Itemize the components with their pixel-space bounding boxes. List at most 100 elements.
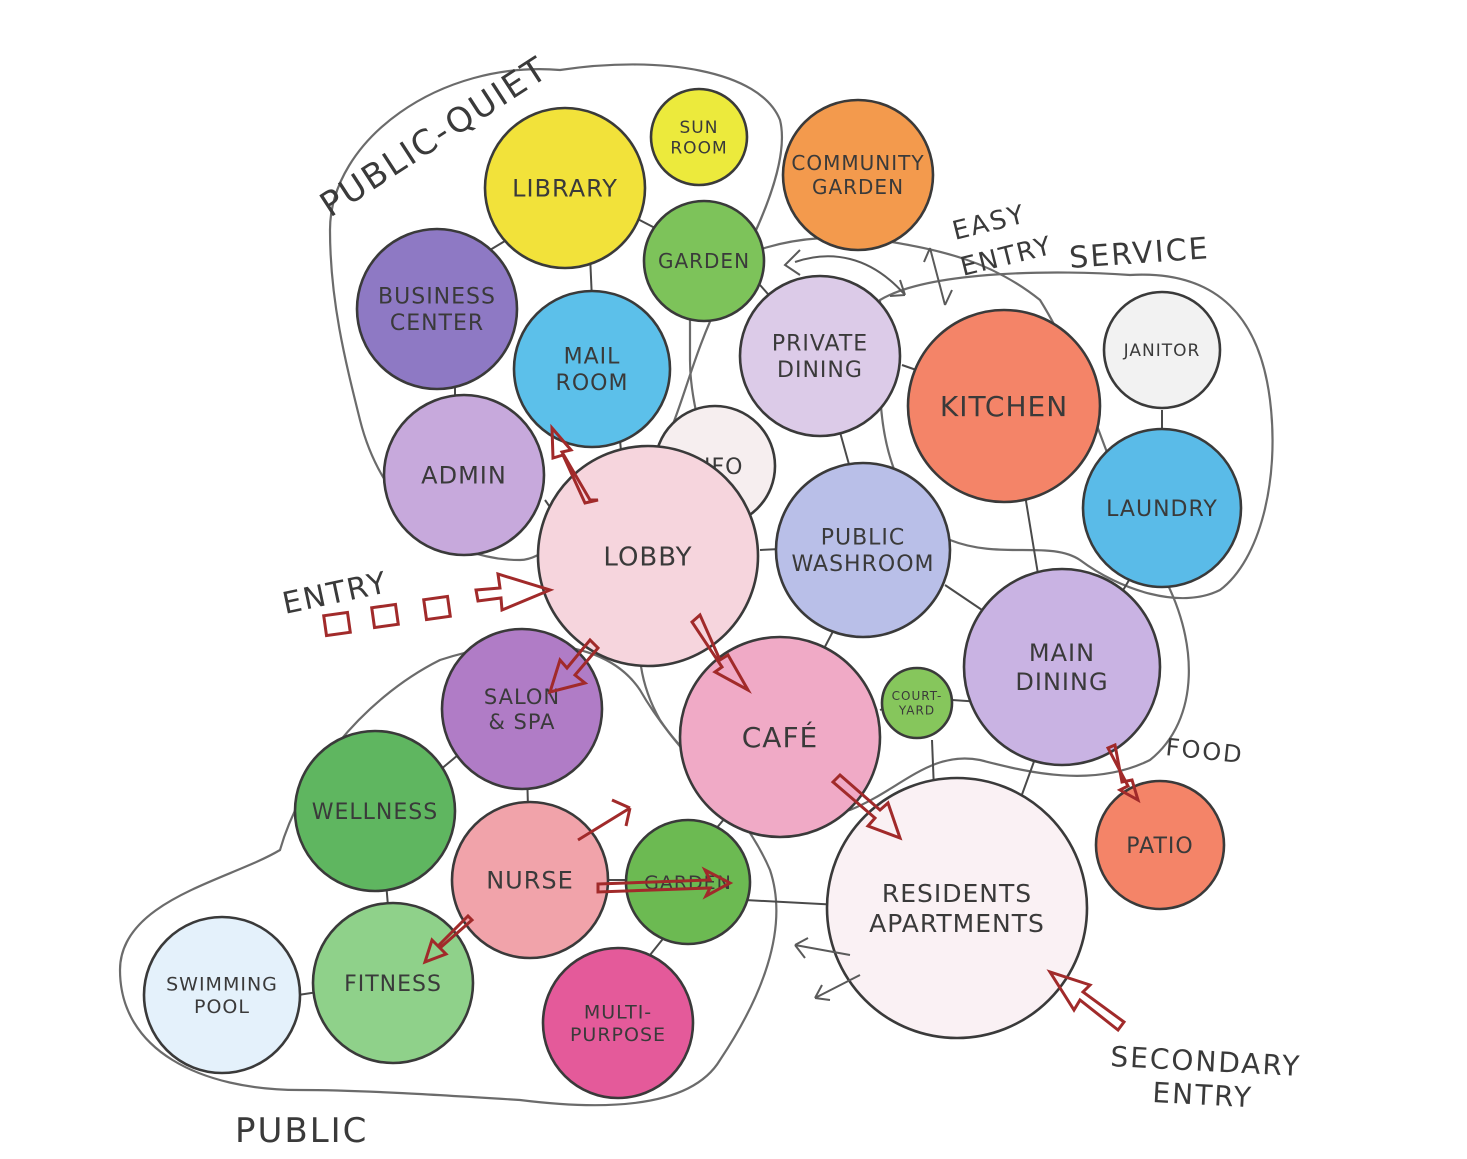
bubble-label-line: WELLNESS [312, 800, 438, 825]
link-washroom-main [944, 584, 986, 613]
bubble-circle [1081, 427, 1243, 589]
bubble-label-line: COMMUNITY [791, 151, 924, 175]
bubble-label-line: COURT- [892, 689, 943, 703]
entry-square-3 [422, 594, 452, 622]
link-kitchen-main [1024, 494, 1039, 575]
bubble-circle [649, 87, 749, 187]
annotation-secondary-entry-line-1: SECONDARY [1110, 1040, 1302, 1083]
bubble-label-line: RESIDENTS [882, 879, 1032, 908]
bubble-circle [678, 635, 882, 839]
bubble-circle [962, 567, 1162, 767]
bubble-label-line: MAIL [564, 345, 621, 370]
room-laundry: LAUNDRY [1081, 427, 1243, 589]
annotation-secondary-entry-line-2: ENTRY [1152, 1076, 1254, 1114]
bubble-label-line: CENTER [390, 311, 484, 336]
bubble-label-line: PRIVATE [772, 332, 868, 357]
room-wellness: WELLNESS [293, 729, 457, 893]
bubble-label-line: MULTI- [584, 1001, 652, 1023]
bubble-circle [541, 946, 695, 1100]
bubble-label-line: POOL [194, 996, 250, 1018]
entry-square-1 [322, 610, 352, 638]
nurse-up-arrow [577, 798, 632, 842]
bubble-circle [355, 227, 519, 391]
bubble-circle [483, 106, 647, 270]
bubble-circle [880, 666, 954, 740]
bubble-label-line: SWIMMING [166, 973, 278, 995]
circulation-arrows [322, 247, 1141, 1033]
bubble-label-line: FITNESS [344, 972, 442, 997]
bubble-circle [906, 308, 1102, 504]
room-multi-purpose: MULTI-PURPOSE [541, 946, 695, 1100]
apartments-side-arrows [794, 937, 861, 1001]
room-nurse: NURSE [450, 800, 610, 960]
bubble-label-line: WASHROOM [791, 552, 934, 577]
bubble-label-line: SUN [680, 118, 719, 138]
zone-label-food: FOOD [1164, 733, 1245, 769]
cafe-to-residents-arrow [830, 772, 903, 841]
bubble-circle [1094, 779, 1226, 911]
nurse-to-garden-arrow [596, 866, 734, 900]
bubble-label-line: CAFÉ [742, 720, 819, 754]
lobby-to-admin-arrow [550, 423, 599, 505]
bubble-label-line: BUSINESS [378, 285, 496, 310]
bubble-label-line: GARDEN [812, 175, 904, 199]
room-salon-spa: SALON& SPA [440, 627, 604, 791]
room-library: LIBRARY [483, 106, 647, 270]
bubble-label-line: GARDEN [658, 249, 750, 273]
bubble-label-line: PATIO [1126, 834, 1193, 859]
link-garden-residents [744, 899, 841, 906]
room-cafe: CAFÉ [678, 635, 882, 839]
zone-label-public: PUBLIC [235, 1111, 368, 1151]
bubble-circle [450, 800, 610, 960]
bubble-circle [781, 98, 935, 252]
bubble-label-line: DINING [777, 358, 863, 383]
bubble-label-line: APARTMENTS [869, 909, 1045, 938]
bubble-label-line: NURSE [486, 867, 574, 895]
bubble-label-line: & SPA [488, 710, 555, 734]
bubble-label-line: DINING [1015, 668, 1108, 696]
room-courtyard: COURT-YARD [880, 666, 954, 740]
bubble-label-line: PURPOSE [570, 1024, 666, 1046]
bubble-label-line: YARD [898, 704, 935, 718]
bubble-label-line: SALON [484, 685, 560, 709]
secondary-entry-arrow [1046, 969, 1127, 1033]
bubble-circle [440, 627, 604, 791]
bubble-label-line: PUBLIC [821, 526, 906, 551]
lobby-to-salon-arrow [547, 637, 601, 695]
bubble-label-line: ADMIN [421, 462, 507, 490]
room-patio: PATIO [1094, 779, 1226, 911]
bubble-label-line: LAUNDRY [1106, 497, 1218, 522]
lobby-to-cafe-arrow [690, 612, 752, 694]
bubble-label-line: JANITOR [1123, 341, 1201, 361]
bubble-circle [738, 274, 902, 438]
bubble-circle [774, 461, 952, 639]
room-kitchen: KITCHEN [906, 308, 1102, 504]
bubble-circle [825, 776, 1089, 1040]
room-garden-top: GARDEN [642, 199, 766, 323]
room-fitness: FITNESS [311, 901, 475, 1065]
bubble-circle [1102, 290, 1222, 410]
bubble-label-line: KITCHEN [940, 390, 1068, 423]
bubble-label-line: LOBBY [603, 542, 692, 572]
entry-arrow [474, 571, 555, 613]
bubble-label-line: MAIN [1029, 639, 1095, 667]
room-janitor: JANITOR [1102, 290, 1222, 410]
entry-square-2 [370, 602, 400, 630]
bubble-circle [293, 729, 457, 893]
bubble-label-line: LIBRARY [512, 175, 618, 203]
bubble-circle [642, 199, 766, 323]
zone-outline-public-quiet [328, 63, 784, 562]
bubble-circle [512, 289, 672, 449]
zone-label-service: SERVICE [1068, 231, 1211, 276]
